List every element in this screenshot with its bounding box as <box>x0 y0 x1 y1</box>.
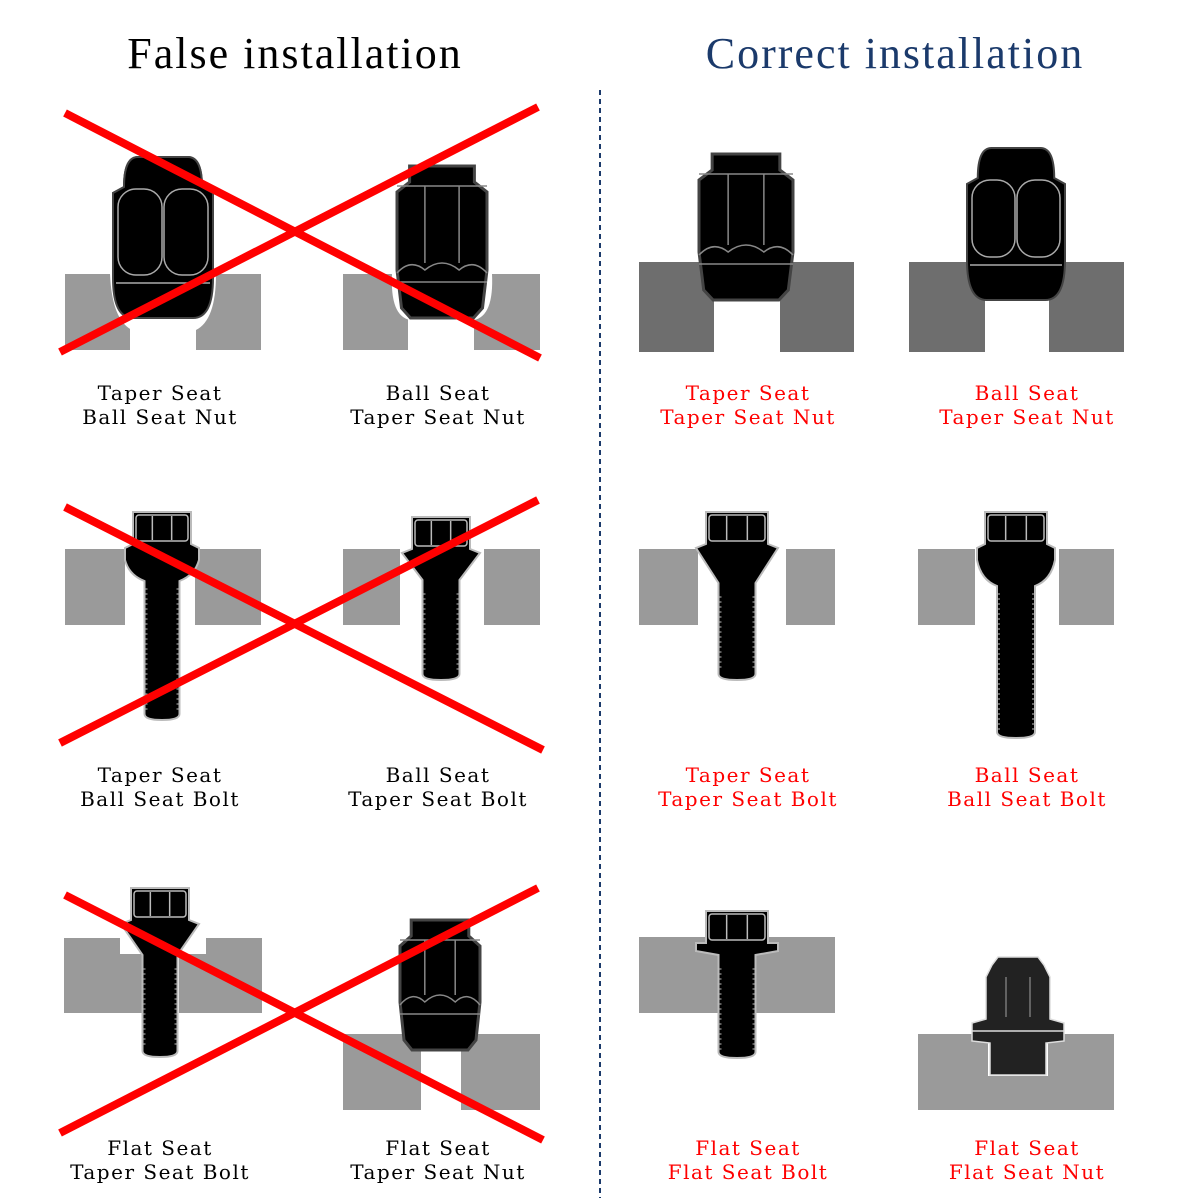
nut-body <box>395 164 489 320</box>
seat-type: Flat Seat <box>695 1136 801 1160</box>
ball-seat-nut-icon <box>966 147 1066 301</box>
fastener-type: Ball Seat Nut <box>82 405 238 429</box>
nut-chamfer <box>396 262 488 274</box>
bolt-body <box>976 511 1056 740</box>
nut-facet <box>163 188 209 276</box>
nut-chamfer <box>698 244 794 256</box>
cross-stroke <box>63 503 545 754</box>
fastener-type: Taper Seat Bolt <box>348 787 528 811</box>
bolt-head-outline <box>133 890 187 918</box>
nut-body <box>971 956 1065 1076</box>
bolt-head-outline <box>708 514 766 542</box>
bolt-body <box>694 511 780 682</box>
nut-facet <box>971 179 1016 258</box>
nut-body <box>966 147 1066 301</box>
bolt-head-outline <box>135 514 189 542</box>
ball-bolt-icon <box>976 511 1056 740</box>
cross-stroke <box>58 103 540 356</box>
false-installation-title: False installation <box>127 29 463 78</box>
fastener-type: Taper Seat Bolt <box>70 1160 250 1184</box>
bolt-head-outline <box>708 913 766 941</box>
wrong-cross-icon <box>58 496 545 754</box>
fastener-type: Flat Seat Nut <box>948 1160 1106 1184</box>
cross-stroke <box>58 496 540 747</box>
nut-chamfer <box>399 994 481 1006</box>
taper-seat-nut-icon <box>395 164 489 320</box>
seat-type: Taper Seat <box>97 763 223 787</box>
cross-stroke <box>63 109 542 362</box>
seat-type: Taper Seat <box>685 381 811 405</box>
cross-stroke <box>63 891 545 1144</box>
seat-type: Ball Seat <box>385 763 491 787</box>
taper-bolt-icon <box>694 511 780 682</box>
cross-stroke <box>58 884 540 1137</box>
fastener-type: Flat Seat Bolt <box>667 1160 829 1184</box>
fastener-type: Taper Seat Nut <box>939 405 1115 429</box>
bolt-head-outline <box>987 514 1045 542</box>
bolt-body <box>695 910 779 1060</box>
seat-type: Taper Seat <box>97 381 223 405</box>
seat-type: Taper Seat <box>685 763 811 787</box>
wrong-cross-icon <box>58 103 542 362</box>
nut-facet <box>117 188 163 276</box>
seat-type: Ball Seat <box>974 763 1080 787</box>
nut-facet <box>1016 179 1061 258</box>
taper-seat-nut-icon <box>697 152 795 302</box>
fastener-type: Ball Seat Bolt <box>80 787 240 811</box>
fastener-type: Taper Seat Nut <box>660 405 836 429</box>
seat-type: Ball Seat <box>974 381 1080 405</box>
flat-seat-nut-icon <box>971 956 1065 1076</box>
seat-type: Flat Seat <box>974 1136 1080 1160</box>
fastener-type: Taper Seat Nut <box>350 1160 526 1184</box>
flat-bolt-icon <box>695 910 779 1060</box>
seat-type: Flat Seat <box>107 1136 213 1160</box>
nut-body <box>697 152 795 302</box>
fastener-type: Taper Seat Nut <box>350 405 526 429</box>
seat-type: Flat Seat <box>385 1136 491 1160</box>
seat-type: Ball Seat <box>385 381 491 405</box>
correct-installation-title: Correct installation <box>705 29 1085 78</box>
fastener-type: Taper Seat Bolt <box>658 787 838 811</box>
wrong-cross-icon <box>58 884 545 1144</box>
ball-seat-nut-icon <box>112 156 214 319</box>
fastener-type: Ball Seat Bolt <box>947 787 1107 811</box>
